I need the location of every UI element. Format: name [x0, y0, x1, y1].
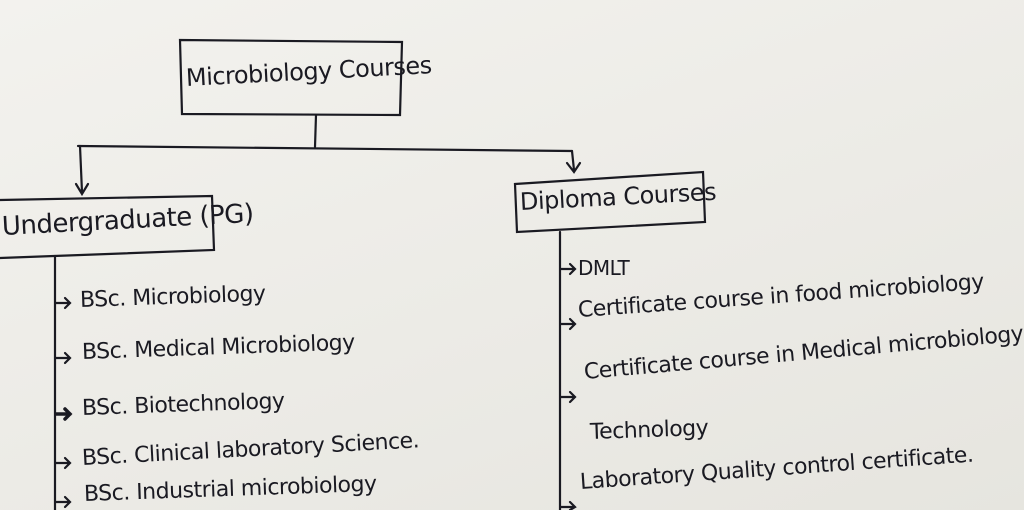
- branch-line: [76, 144, 574, 153]
- root-box-outline: [178, 38, 404, 117]
- list-item-continuation: Technology: [589, 415, 709, 445]
- list-item: DMLT: [578, 256, 630, 280]
- undergraduate-box-outline: [0, 194, 216, 260]
- diploma-box-outline: [513, 170, 707, 234]
